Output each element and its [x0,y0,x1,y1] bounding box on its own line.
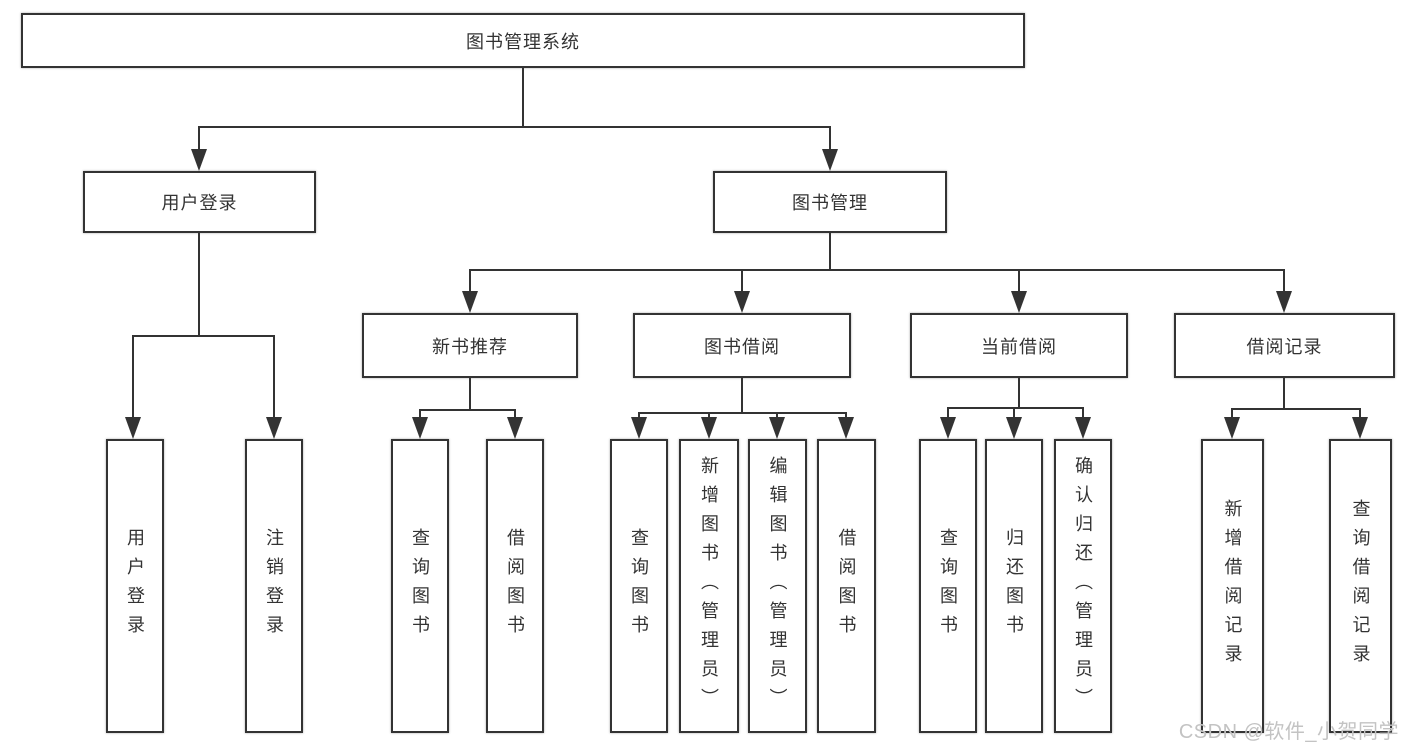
node-current-borrow: 当前借阅 [910,313,1128,378]
node-leaf-confirm-return-label: 确认归还（管理员） [1073,455,1093,717]
node-root-label: 图书管理系统 [466,31,580,52]
connector-userlogin-to-leaves [125,233,282,439]
node-new-book-rec-label: 新书推荐 [432,336,508,357]
node-leaf-borrow-book-b-label: 借阅图书 [836,528,857,644]
node-leaf-borrow-book-a-label: 借阅图书 [505,528,525,644]
node-borrow-records: 借阅记录 [1174,313,1395,378]
node-leaf-query-book-a: 查询图书 [391,439,449,733]
node-leaf-edit-book: 编辑图书（管理员） [748,439,807,733]
connector-newbookrec-to-leaves [412,378,523,439]
node-user-login-group-label: 用户登录 [161,193,238,213]
connector-borrowrecords-to-leaves [1224,378,1368,439]
node-root: 图书管理系统 [21,13,1025,68]
node-leaf-user-login-label: 用户登录 [125,528,145,644]
connector-bookmgmt-to-level3 [462,233,1292,313]
node-leaf-query-record: 查询借阅记录 [1329,439,1392,733]
node-book-borrow-label: 图书借阅 [704,336,780,357]
node-leaf-borrow-book-b: 借阅图书 [817,439,876,733]
node-leaf-logout: 注销登录 [245,439,303,733]
connector-root-to-level2 [191,68,838,171]
node-leaf-query-book-b-label: 查询图书 [629,528,649,644]
node-leaf-logout-label: 注销登录 [264,528,284,644]
node-leaf-add-record: 新增借阅记录 [1201,439,1264,733]
node-book-borrow: 图书借阅 [633,313,851,378]
node-leaf-return-book: 归还图书 [985,439,1043,733]
node-book-mgmt-label: 图书管理 [792,193,868,213]
node-borrow-records-label: 借阅记录 [1246,336,1323,357]
node-leaf-query-book-c: 查询图书 [919,439,977,733]
node-new-book-rec: 新书推荐 [362,313,578,378]
node-leaf-add-record-label: 新增借阅记录 [1222,499,1243,673]
node-leaf-query-book-b: 查询图书 [610,439,668,733]
node-leaf-query-record-label: 查询借阅记录 [1350,499,1371,673]
node-leaf-user-login: 用户登录 [106,439,164,733]
node-leaf-borrow-book-a: 借阅图书 [486,439,544,733]
node-leaf-add-book: 新增图书（管理员） [679,439,739,733]
node-leaf-confirm-return: 确认归还（管理员） [1054,439,1112,733]
node-leaf-query-book-a-label: 查询图书 [410,528,430,644]
node-leaf-return-book-label: 归还图书 [1004,528,1024,644]
node-leaf-query-book-c-label: 查询图书 [938,528,958,644]
connector-currentborrow-to-leaves [940,378,1091,439]
node-leaf-add-book-label: 新增图书（管理员） [699,455,719,717]
connector-bookborrow-to-leaves [631,378,854,439]
node-current-borrow-label: 当前借阅 [981,336,1057,357]
watermark: CSDN @软件_小贺同学 [1178,721,1399,743]
node-leaf-edit-book-label: 编辑图书（管理员） [767,455,788,717]
node-book-mgmt: 图书管理 [713,171,947,233]
node-user-login-group: 用户登录 [83,171,316,233]
